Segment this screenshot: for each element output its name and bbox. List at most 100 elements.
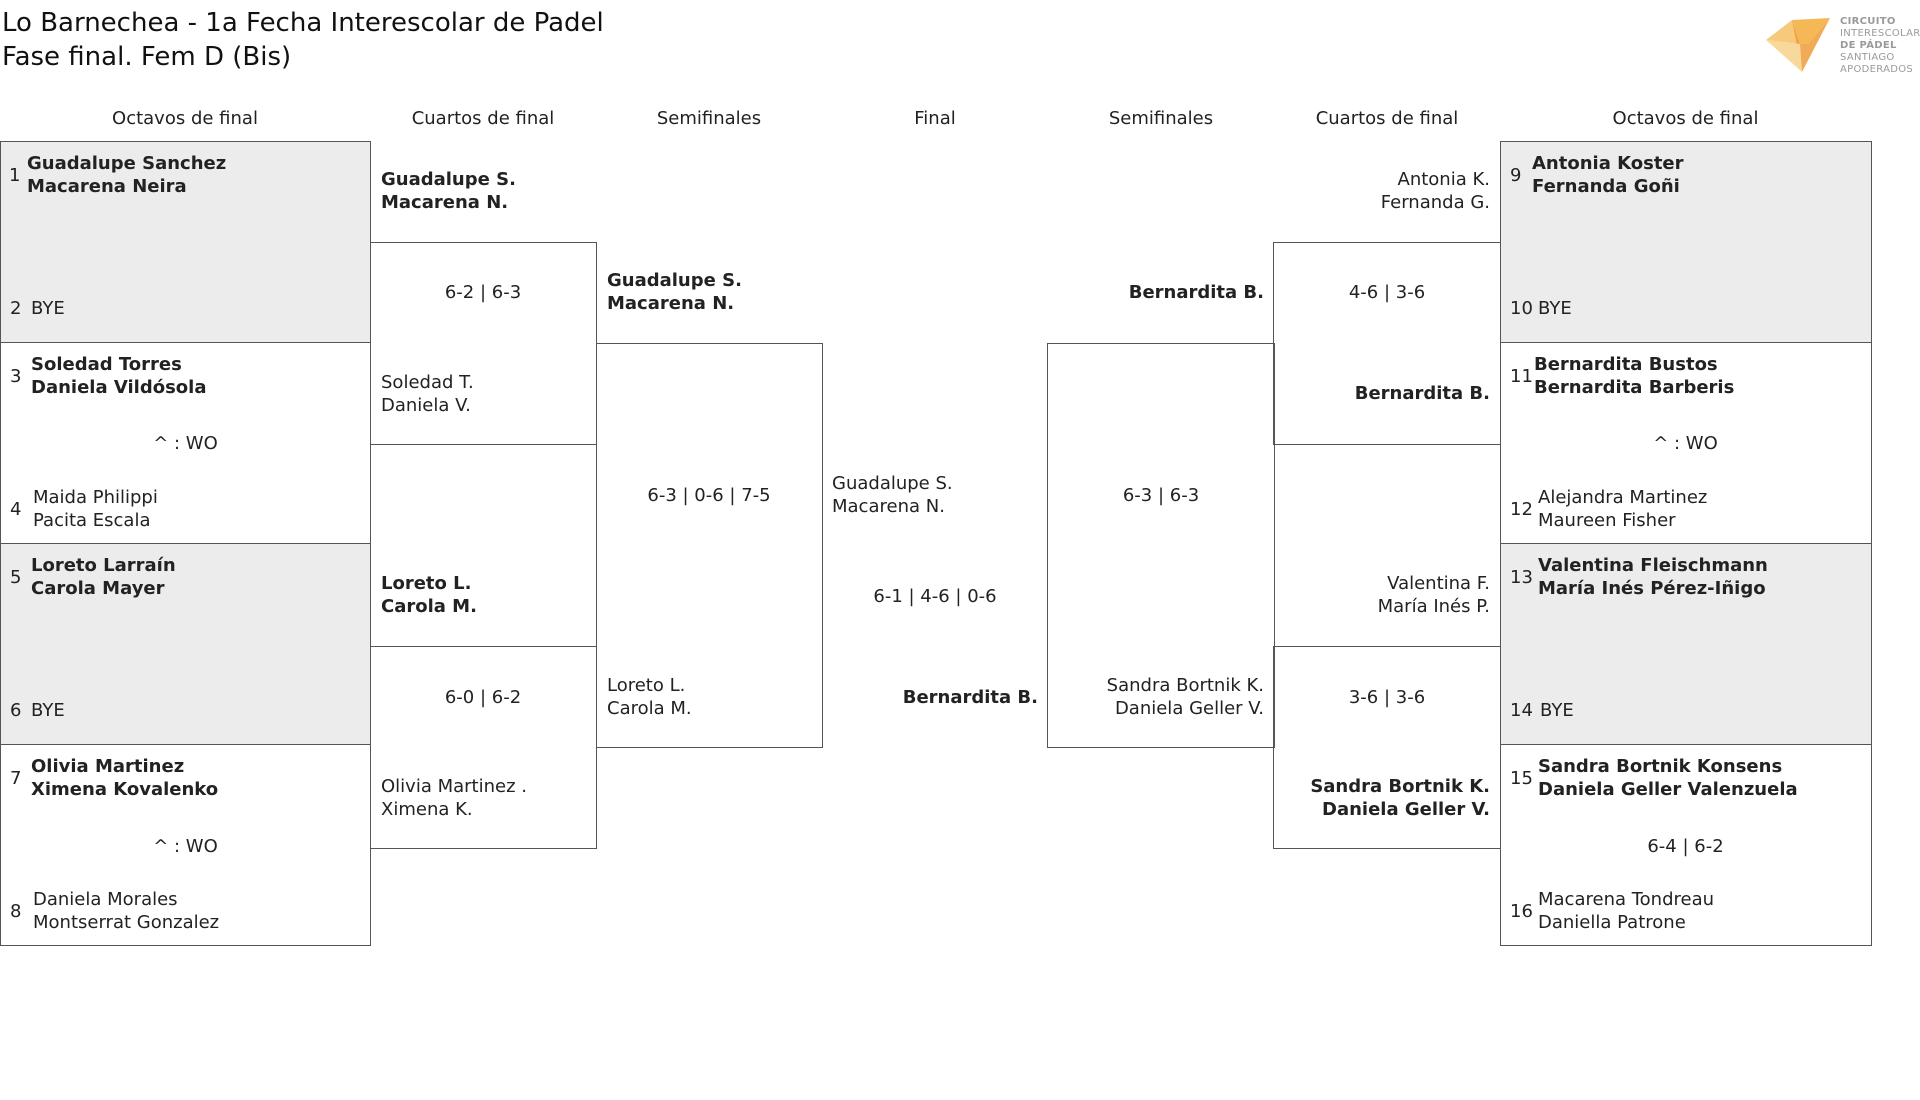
- match-result: 4-6 | 3-6: [1348, 282, 1426, 303]
- team-slot: Antonia K. Fernanda G.: [1274, 168, 1490, 214]
- right-r16-match-3: [1500, 543, 1872, 745]
- seed-number: 9: [1510, 165, 1522, 186]
- team-slot: Soledad Torres Daniela Vildósola: [31, 353, 206, 399]
- final-team-b: Bernardita B.: [902, 687, 1038, 708]
- player-name: María Inés P.: [1377, 596, 1490, 617]
- logo-line-3: DE PÁDEL: [1840, 40, 1897, 51]
- player-name: Carola Mayer: [31, 578, 165, 599]
- seed-number: 14: [1510, 700, 1533, 721]
- round-header-left-sf: Semifinales: [656, 108, 762, 129]
- player-name: Macarena N.: [381, 192, 509, 213]
- player-name: Guadalupe S.: [607, 270, 742, 291]
- match-result: ^ : WO: [1653, 433, 1718, 454]
- bye-label: BYE: [31, 298, 65, 319]
- seed-number: 11: [1510, 366, 1533, 387]
- seed-number: 4: [10, 499, 22, 520]
- player-name: Carola M.: [381, 596, 477, 617]
- player-name: Loreto L.: [381, 573, 472, 594]
- round-header-final: Final: [914, 108, 956, 129]
- player-name: Olivia Martinez: [31, 756, 185, 777]
- bye-label: BYE: [1540, 700, 1574, 721]
- final-team-a: Guadalupe S. Macarena N.: [832, 472, 953, 518]
- team-slot: Loreto L. Carola M.: [607, 674, 692, 720]
- team-slot: Bernardita B.: [1354, 383, 1490, 404]
- bye-label: BYE: [1538, 298, 1572, 319]
- team-slot: Valentina F. María Inés P.: [1274, 572, 1490, 618]
- seed-number: 7: [10, 768, 22, 789]
- player-name: Maida Philippi: [33, 487, 158, 508]
- team-slot: Loreto L. Carola M.: [381, 572, 477, 618]
- match-result: 6-2 | 6-3: [444, 282, 522, 303]
- player-name: Carola M.: [607, 698, 692, 719]
- player-name: Valentina Fleischmann: [1538, 555, 1768, 576]
- player-name: Daniela V.: [381, 395, 471, 416]
- left-r16-match-1: [0, 141, 371, 343]
- team-slot: Loreto Larraín Carola Mayer: [31, 554, 176, 600]
- player-name: Olivia Martinez .: [381, 776, 527, 797]
- logo-line-1: CIRCUITO: [1840, 16, 1896, 27]
- round-header-right-r16: Octavos de final: [1612, 108, 1759, 129]
- circuit-logo: CIRCUITO INTERESCOLAR DE PÁDEL SANTIAGO …: [1762, 14, 1920, 75]
- logo-line-4: SANTIAGO: [1840, 52, 1895, 63]
- title-line-1: Lo Barnechea - 1a Fecha Interescolar de …: [2, 8, 604, 38]
- left-sf-match: [596, 343, 823, 748]
- match-result: 6-4 | 6-2: [1647, 836, 1724, 857]
- match-result: 6-0 | 6-2: [444, 687, 522, 708]
- match-result: ^ : WO: [153, 836, 218, 857]
- round-header-left-qf: Cuartos de final: [411, 108, 555, 129]
- player-name: Sandra Bortnik Konsens: [1538, 756, 1783, 777]
- team-slot: Macarena Tondreau Daniella Patrone: [1538, 888, 1714, 934]
- player-name: Guadalupe Sanchez: [27, 153, 227, 174]
- player-name: Guadalupe S.: [381, 169, 516, 190]
- seed-number: 12: [1510, 499, 1533, 520]
- player-name: Macarena N.: [832, 496, 945, 517]
- seed-number: 16: [1510, 901, 1533, 922]
- player-name: Loreto Larraín: [31, 555, 176, 576]
- match-result: 6-3 | 0-6 | 7-5: [647, 485, 771, 506]
- match-result: 3-6 | 3-6: [1348, 687, 1426, 708]
- team-slot: Olivia Martinez Ximena Kovalenko: [31, 755, 218, 801]
- team-slot: Guadalupe S. Macarena N.: [381, 168, 516, 214]
- player-name: Sandra Bortnik K.: [1106, 675, 1264, 696]
- title-line-2: Fase final. Fem D (Bis): [2, 42, 292, 72]
- player-name: Soledad T.: [381, 372, 474, 393]
- seed-number: 3: [10, 366, 22, 387]
- player-name: Daniella Patrone: [1538, 912, 1686, 933]
- team-slot: Sandra Bortnik K. Daniela Geller V.: [1274, 775, 1490, 821]
- player-name: Daniela Geller V.: [1114, 698, 1264, 719]
- player-name: Ximena K.: [381, 799, 473, 820]
- player-name: Daniela Morales: [33, 889, 178, 910]
- player-name: Ximena Kovalenko: [31, 779, 219, 800]
- seed-number: 15: [1510, 768, 1533, 789]
- page-title: Lo Barnechea - 1a Fecha Interescolar de …: [2, 6, 604, 74]
- player-name: Montserrat Gonzalez: [33, 912, 220, 933]
- player-name: Alejandra Martinez: [1538, 487, 1708, 508]
- fox-icon: [1766, 18, 1830, 72]
- player-name: Bernardita Barberis: [1534, 377, 1735, 398]
- logo-line-2: INTERESCOLAR: [1840, 28, 1920, 39]
- player-name: Macarena Tondreau: [1538, 889, 1715, 910]
- team-slot: Daniela Morales Montserrat Gonzalez: [33, 888, 219, 934]
- team-slot: Soledad T. Daniela V.: [381, 371, 474, 417]
- player-name: Soledad Torres: [31, 354, 182, 375]
- team-slot: Bernardita B.: [1128, 282, 1264, 303]
- left-r16-match-3: [0, 543, 371, 745]
- seed-number: 2: [10, 298, 22, 319]
- player-name: Bernardita Bustos: [1534, 354, 1718, 375]
- match-result: ^ : WO: [153, 433, 218, 454]
- seed-number: 6: [10, 700, 22, 721]
- team-slot: Bernardita Bustos Bernardita Barberis: [1534, 353, 1734, 399]
- right-r16-match-4: [1500, 744, 1872, 946]
- player-name: Fernanda G.: [1380, 192, 1490, 213]
- player-name: Antonia Koster: [1532, 153, 1684, 174]
- player-name: Daniela Geller V.: [1322, 799, 1490, 820]
- player-name: Daniela Geller Valenzuela: [1538, 779, 1798, 800]
- player-name: Loreto L.: [607, 675, 686, 696]
- team-slot: Guadalupe Sanchez Macarena Neira: [27, 152, 226, 198]
- player-name: Valentina F.: [1387, 573, 1490, 594]
- player-name: Fernanda Goñi: [1532, 176, 1680, 197]
- round-header-left-r16: Octavos de final: [112, 108, 258, 129]
- team-slot: Alejandra Martinez Maureen Fisher: [1538, 486, 1707, 532]
- team-slot: Valentina Fleischmann María Inés Pérez-I…: [1538, 554, 1768, 600]
- seed-number: 10: [1510, 298, 1533, 319]
